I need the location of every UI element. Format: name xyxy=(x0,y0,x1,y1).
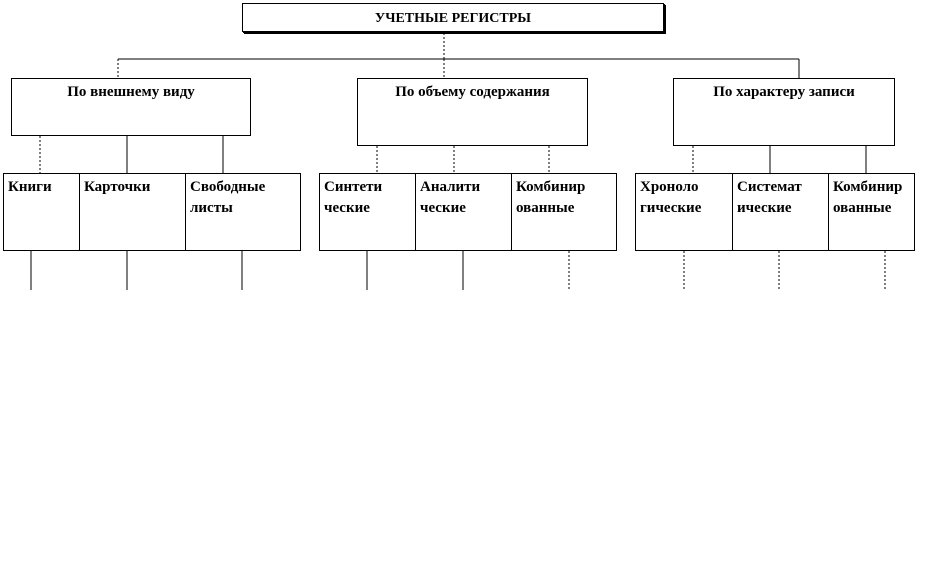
leaf-node-combined-record: Комбинир ованные xyxy=(828,173,915,251)
category-node-appearance: По внешнему виду xyxy=(11,78,251,136)
leaf-node-chronological: Хроноло гические xyxy=(635,173,733,251)
category-node-label: По характеру записи xyxy=(713,84,855,100)
leaf-node-systematic: Системат ические xyxy=(732,173,829,251)
root-node-label: УЧЕТНЫЕ РЕГИСТРЫ xyxy=(374,11,532,26)
category-node-label: По внешнему виду xyxy=(67,84,195,100)
category-node-content-volume: По объему содержания xyxy=(357,78,588,146)
leaf-node-combined-content: Комбинир ованные xyxy=(511,173,617,251)
category-node-record-type: По характеру записи xyxy=(673,78,895,146)
category-node-label: По объему содержания xyxy=(395,84,550,100)
leaf-node-synthetic: Синтети ческие xyxy=(319,173,416,251)
leaf-node-loose-sheets: Свободные листы xyxy=(185,173,301,251)
leaf-node-cards: Карточки xyxy=(79,173,186,251)
root-node: УЧЕТНЫЕ РЕГИСТРЫ xyxy=(242,3,664,32)
leaf-node-analytic: Аналити ческие xyxy=(415,173,512,251)
leaf-node-books: Книги xyxy=(3,173,80,251)
